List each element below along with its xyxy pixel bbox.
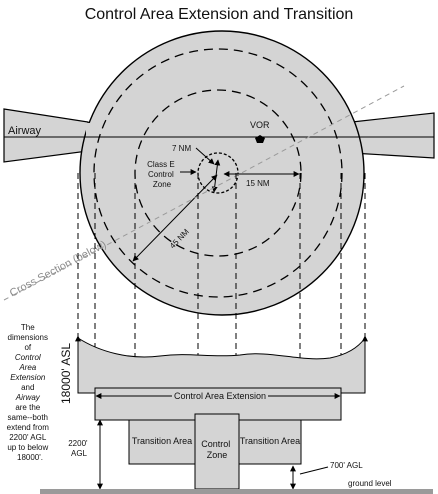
transition-area-right-block <box>238 419 302 465</box>
radius-15-label: 15 NM <box>246 179 270 188</box>
cross-section-line <box>3 85 405 301</box>
diagram-title: Control Area Extension and Transition <box>85 6 354 23</box>
radius-45-circle <box>93 48 343 298</box>
cross-section-label: Cross Section (below) <box>8 239 109 300</box>
ground-bar <box>40 489 433 494</box>
radius-7-label: 7 NM <box>172 144 191 153</box>
airway-band-right <box>351 112 435 159</box>
control-zone-label: Control Zone <box>201 439 233 460</box>
agl-700-leader <box>299 466 329 475</box>
dimensions-note: The dimensions of Control Area Extension… <box>7 317 54 462</box>
vor-label: VOR <box>250 120 270 130</box>
airway-label: Airway <box>8 125 42 137</box>
transition-area-left-label: Transition Area <box>132 436 192 446</box>
radius-7-arrow <box>195 147 215 165</box>
transition-area-right-label: Transition Area <box>240 436 300 446</box>
agl-700-label: 700' AGL <box>330 461 363 470</box>
control-area-extension-label: Control Area Extension <box>174 391 266 401</box>
upper-airspace-wave <box>77 336 366 394</box>
vor-icon <box>255 135 265 143</box>
control-area-circle <box>79 30 365 316</box>
altitude-label: 18000' ASL <box>59 343 73 404</box>
radius-45-arrow <box>132 174 218 262</box>
ground-level-label: ground level <box>348 479 392 488</box>
agl-2200-label: 2200' AGL <box>68 439 90 458</box>
